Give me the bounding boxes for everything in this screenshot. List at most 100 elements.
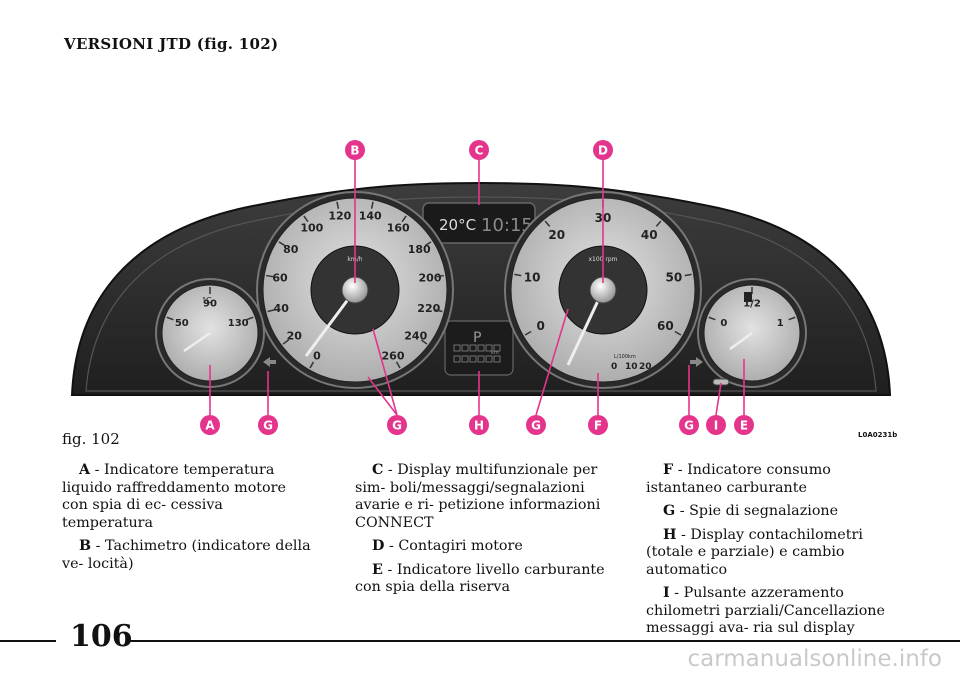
odometer-digit (453, 355, 461, 363)
speedometer-tick-label: 260 (382, 350, 405, 363)
column-3: F - Indicatore consumo istantaneo carbur… (646, 462, 898, 644)
odometer-digit (453, 344, 461, 352)
callout-badge (588, 415, 608, 435)
callout-g: G (258, 415, 278, 435)
speedometer-tick-label: 160 (387, 221, 410, 234)
temperature-gauge-tick (246, 316, 254, 321)
callout-badge (258, 415, 278, 435)
callout-g: G (679, 415, 699, 435)
speedometer-tick-label: 220 (417, 302, 440, 315)
callout-a: A (200, 415, 220, 435)
dashboard-inner-rim (85, 196, 877, 392)
odometer-digit (477, 344, 485, 352)
callout-badge (200, 415, 220, 435)
speedometer-tick-label: 200 (419, 272, 442, 285)
temperature-gauge-tick-label: 90 (203, 299, 217, 310)
tachometer-tick (514, 273, 522, 277)
temperature-gauge-tick-label: 50 (175, 318, 189, 329)
odometer-digit (469, 355, 477, 363)
fuel-gauge-tick-label: 1/2 (743, 299, 761, 310)
consumption-unit: L/100km (614, 354, 636, 360)
left-turn-indicator-icon (263, 357, 276, 367)
display-temperature: 20°C (439, 216, 476, 234)
callout-letter: D (598, 144, 608, 158)
speedometer-tick-label: 140 (359, 209, 382, 222)
tachometer-tick (655, 220, 662, 227)
description-a: A - Indicatore temperatura liquido raffr… (62, 462, 286, 531)
callout-g: G (387, 415, 407, 435)
speedometer-tick-label: 100 (300, 221, 323, 234)
callout-badge (734, 415, 754, 435)
section-title: VERSIONI JTD (fig. 102) (64, 35, 279, 53)
speedometer-tick-label: 0 (313, 350, 321, 363)
callout-letter: F (594, 419, 602, 433)
page-number: 106 (70, 619, 133, 654)
callout-d: D (593, 140, 613, 160)
callout-letter: I (714, 419, 718, 433)
coolant-temperature-icon: °C (202, 296, 212, 305)
fuel-gauge-tick (708, 316, 716, 321)
column-1: A - Indicatore temperatura liquido raffr… (62, 462, 314, 579)
callout-b: B (345, 140, 365, 160)
odometer-digit (477, 355, 485, 363)
speedometer-tick (436, 274, 444, 278)
tachometer-tick-label: 10 (524, 271, 541, 285)
callout-g: G (526, 415, 546, 435)
description-e: E - Indicatore livello carburante con sp… (355, 561, 605, 596)
speedometer-tick (424, 241, 432, 247)
column-2: C - Display multifunzionale per sim- bol… (355, 462, 607, 603)
speedometer-needle (304, 289, 357, 357)
tachometer-tick (674, 330, 682, 336)
tachometer-tick (684, 273, 692, 277)
right-turn-indicator-icon (690, 357, 703, 367)
tachometer-tick-label: 60 (657, 319, 674, 333)
leader-line (535, 308, 569, 416)
callout-letter: C (475, 144, 484, 158)
description-b: B - Tachimetro (indicatore della ve- loc… (62, 538, 311, 572)
callout-badge (387, 415, 407, 435)
speedometer-tick (282, 339, 290, 345)
callout-letter: E (740, 419, 748, 433)
callout-letter: G (684, 419, 694, 433)
callout-letter: H (474, 419, 484, 433)
tachometer-needle (566, 289, 605, 366)
temperature-needle (183, 331, 211, 353)
description-f: F - Indicatore consumo istantaneo carbur… (646, 462, 831, 496)
description-h: H - Display contachilometri (totale e pa… (646, 526, 863, 578)
tachometer-tick-label: 50 (666, 271, 683, 285)
tachometer-tick (524, 330, 532, 336)
callout-letter: G (531, 419, 541, 433)
figure-code: L0A0231b (858, 431, 898, 439)
fuel-gauge-tick-label: 0 (720, 318, 727, 329)
tachometer-tick (544, 220, 551, 227)
odometer-digit (485, 355, 493, 363)
odometer-digit (493, 344, 501, 352)
leader-line (715, 382, 722, 416)
callout-badge (469, 140, 489, 160)
leader-line (367, 376, 398, 416)
callout-badge (345, 140, 365, 160)
leader-line (372, 328, 398, 416)
speedometer-tick-label: 120 (328, 209, 351, 222)
speedometer-tick-label: 20 (287, 330, 303, 343)
callout-e: E (734, 415, 754, 435)
speedometer-tick-label: 180 (408, 243, 431, 256)
callout-badge (593, 140, 613, 160)
callout-letter: G (263, 419, 273, 433)
odometer-unit: km (491, 350, 499, 356)
callout-badge (526, 415, 546, 435)
watermark: carmanualsonline.info (687, 646, 942, 672)
callout-badge (679, 415, 699, 435)
speedometer-tick (370, 201, 374, 209)
odometer-digit (461, 355, 469, 363)
footer-rule-right (128, 640, 960, 642)
footer-rule-left (0, 640, 56, 642)
fuel-needle (729, 331, 753, 351)
speedometer-tick (420, 339, 428, 345)
consumption-tick-label: 10 (625, 362, 638, 372)
fuel-pump-icon (744, 292, 752, 302)
